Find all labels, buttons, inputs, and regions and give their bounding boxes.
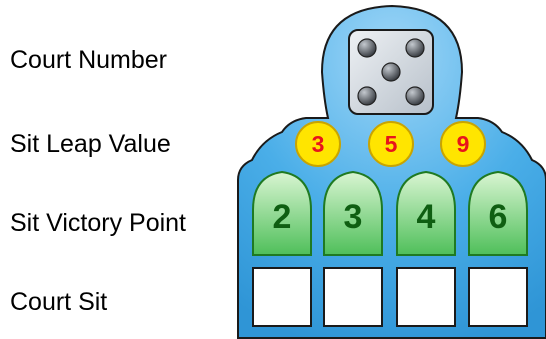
leap-value-circle: 9	[440, 121, 486, 167]
victory-point-arch: 4	[396, 170, 456, 256]
sit-leap-value-label: Sit Leap Value	[10, 130, 171, 158]
victory-point-row: 2 3 4 6	[252, 170, 528, 256]
court-number-label: Court Number	[10, 46, 167, 74]
court-sit-label: Court Sit	[10, 288, 108, 316]
court-sit-slot[interactable]	[323, 267, 383, 327]
leap-value-text: 9	[457, 131, 470, 157]
die-pip	[381, 62, 401, 82]
victory-point-arch: 2	[252, 170, 312, 256]
victory-point-text: 6	[489, 198, 508, 236]
leap-value-text: 5	[385, 131, 398, 157]
leap-value-circle: 5	[368, 121, 414, 167]
court-sit-slot[interactable]	[252, 267, 312, 327]
victory-point-text: 4	[417, 198, 436, 236]
court-sit-slot[interactable]	[468, 267, 528, 327]
victory-point-text: 3	[344, 198, 363, 236]
victory-point-arch: 3	[323, 170, 383, 256]
victory-point-arch: 6	[468, 170, 528, 256]
die-pip	[405, 86, 425, 106]
die-pip	[405, 38, 425, 58]
die-five-icon	[348, 29, 434, 115]
leap-value-row: 3 5 9	[295, 121, 486, 167]
die-pip	[357, 38, 377, 58]
die-pip	[357, 86, 377, 106]
leap-value-circle: 3	[295, 121, 341, 167]
court-sit-slot[interactable]	[396, 267, 456, 327]
sit-victory-point-label: Sit Victory Point	[10, 209, 187, 237]
court-sit-row	[252, 267, 528, 327]
leap-value-text: 3	[312, 131, 325, 157]
victory-point-text: 2	[273, 198, 292, 236]
